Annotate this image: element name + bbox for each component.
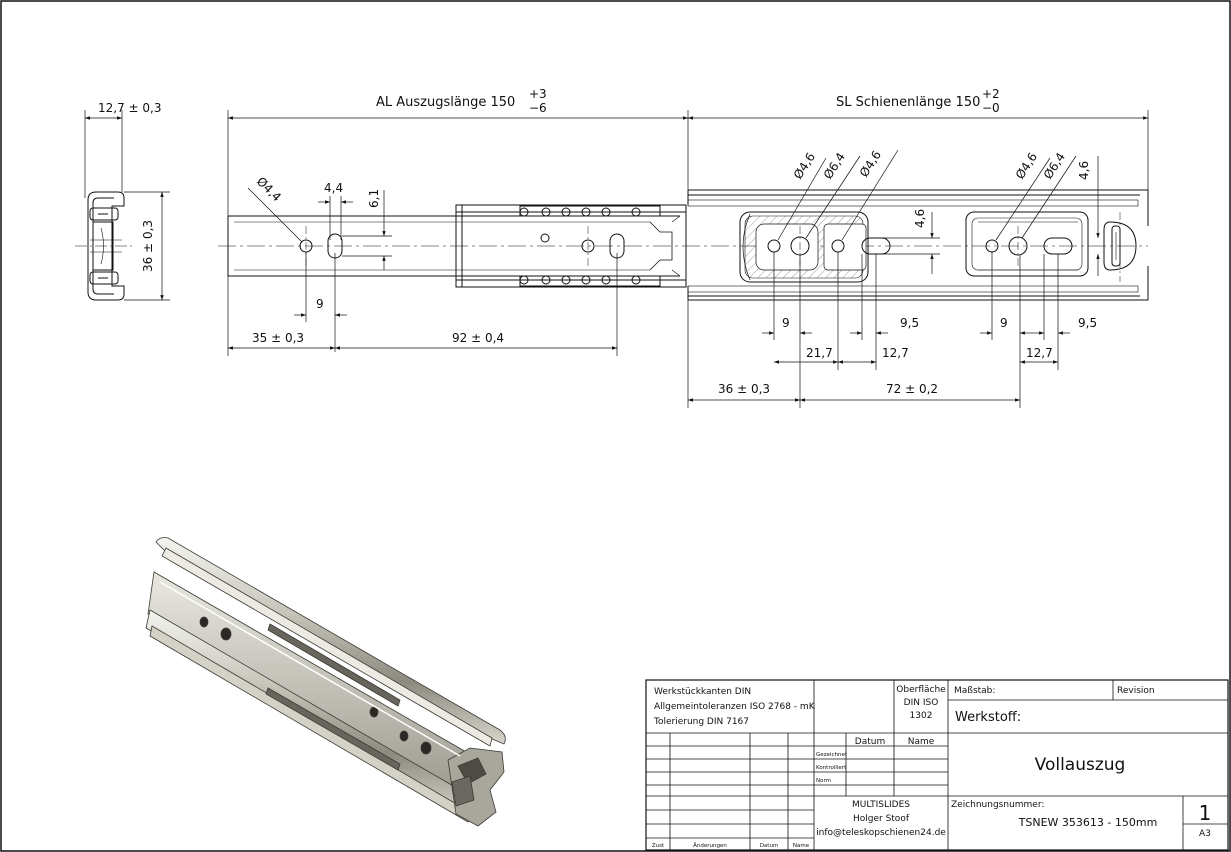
- tb-sheet-number: 1: [1199, 801, 1212, 825]
- tb-role-kontrolliert: Kontrolliert: [816, 765, 847, 771]
- dim-6-1: 6,1: [367, 189, 381, 208]
- tb-massstab: Maßstab:: [954, 686, 995, 696]
- dim-al-label: AL Auszugslänge 150: [376, 95, 515, 110]
- dim-12-7-right: 12,7: [1026, 346, 1053, 360]
- title-block-lines: [645, 679, 1229, 851]
- tb-revision: Revision: [1117, 686, 1155, 696]
- hole-centerlines: [305, 212, 1121, 282]
- inner-rail: [227, 215, 681, 277]
- side-view-profile: [87, 191, 125, 301]
- main-dimension-lines: [227, 110, 1149, 408]
- dim-72: 72 ± 0,2: [886, 382, 938, 396]
- dim-side-height: 36 ± 0,3: [141, 220, 155, 272]
- tb-rev-col-name: Name: [793, 843, 810, 849]
- dim-36: 36 ± 0,3: [718, 382, 770, 396]
- dim-92: 92 ± 0,4: [452, 331, 504, 345]
- dim-9-mid: 9: [782, 316, 790, 330]
- tb-title: Vollauszug: [1035, 755, 1126, 775]
- dim-d-4-6-a: Ø4,6: [791, 150, 818, 182]
- dim-9-left: 9: [316, 297, 324, 311]
- tb-datum-header: Datum: [855, 737, 885, 747]
- dim-al-tol-plus: +3: [529, 87, 547, 101]
- tb-werkstoff: Werkstoff:: [955, 710, 1021, 725]
- tb-zeichnungsnummer: TSNEW 353613 - 150mm: [1018, 816, 1158, 829]
- dim-al-tol-minus: −6: [529, 101, 547, 115]
- dim-sl-label: SL Schienenlänge 150: [836, 95, 980, 110]
- tb-note-2: Allgemeintoleranzen ISO 2768 - mK: [654, 702, 816, 712]
- dim-side-width: 12,7 ± 0,3: [98, 101, 162, 115]
- tb-rev-col-datum: Datum: [760, 843, 779, 849]
- tb-oberflaeche-3: 1302: [910, 711, 933, 721]
- dim-d-4-6-c: Ø4,6: [1013, 150, 1040, 182]
- isometric-rail-view: [145, 537, 506, 827]
- tb-oberflaeche-2: DIN ISO: [904, 698, 939, 708]
- tb-company-2: Holger Stoof: [853, 814, 910, 824]
- dim-9-5-mid: 9,5: [900, 316, 919, 330]
- tb-role-norm: Norm: [816, 778, 831, 784]
- tb-company-3: info@teleskopschienen24.de: [816, 828, 946, 838]
- tb-oberflaeche-1: Oberfläche: [896, 685, 946, 695]
- dim-4-4-slot: 4,4: [324, 181, 343, 195]
- tb-name-header: Name: [908, 737, 935, 747]
- tb-company-1: MULTISLIDES: [852, 800, 910, 810]
- dim-21-7: 21,7: [806, 346, 833, 360]
- dim-4-6-vert: 4,6: [913, 209, 927, 228]
- side-view-dimensions: [84, 110, 170, 301]
- tb-zeichnungsnummer-label: Zeichnungsnummer:: [951, 800, 1044, 810]
- dim-d-6-4-a: Ø6,4: [821, 150, 848, 182]
- dim-9-right: 9: [1000, 316, 1008, 330]
- outer-rail: [687, 189, 1149, 301]
- dim-12-7-mid: 12,7: [882, 346, 909, 360]
- dim-9-5-right: 9,5: [1078, 316, 1097, 330]
- dim-sl-tol-minus: −0: [982, 101, 1000, 115]
- tb-rev-col-zust: Zust: [652, 843, 665, 849]
- dim-4-6-vert2: 4,6: [1077, 161, 1091, 180]
- tb-note-1: Werkstückkanten DIN: [654, 687, 751, 697]
- title-block: Werkstückkanten DIN Allgemeintoleranzen …: [652, 685, 1212, 849]
- tb-note-3: Tolerierung DIN 7167: [653, 717, 749, 727]
- dim-d-4-4-hole: Ø4,4: [254, 174, 284, 204]
- tb-rev-col-aenderungen: Änderungen: [693, 842, 727, 849]
- tb-sheet-format: A3: [1199, 829, 1211, 839]
- dim-sl-tol-plus: +2: [982, 87, 1000, 101]
- dim-d-4-6-b: Ø4,6: [857, 148, 884, 180]
- tb-role-gezeichnet: Gezeichnet: [816, 752, 848, 758]
- dim-35: 35 ± 0,3: [252, 331, 304, 345]
